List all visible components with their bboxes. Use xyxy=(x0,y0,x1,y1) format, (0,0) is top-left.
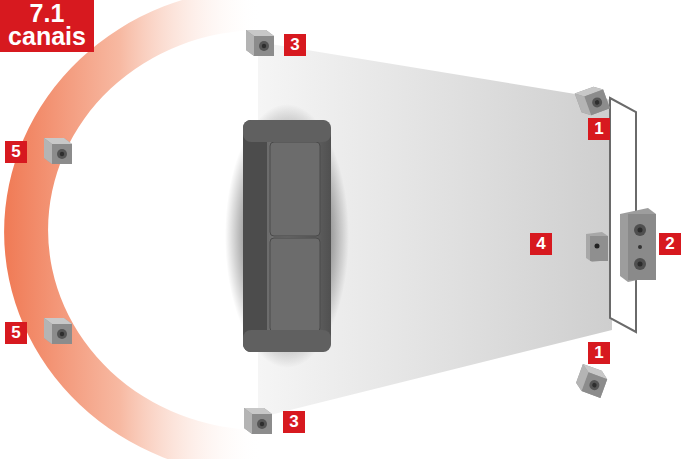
callout-number: 4 xyxy=(530,233,552,255)
callout-number: 5 xyxy=(5,141,27,163)
callout-number: 3 xyxy=(284,34,306,56)
callout-number: 3 xyxy=(283,411,305,433)
callout-number: 2 xyxy=(659,233,681,255)
callout-number: 5 xyxy=(5,322,27,344)
title-badge: 7.1 canais xyxy=(0,0,94,52)
callout-number: 1 xyxy=(588,342,610,364)
callout-number: 1 xyxy=(588,118,610,140)
